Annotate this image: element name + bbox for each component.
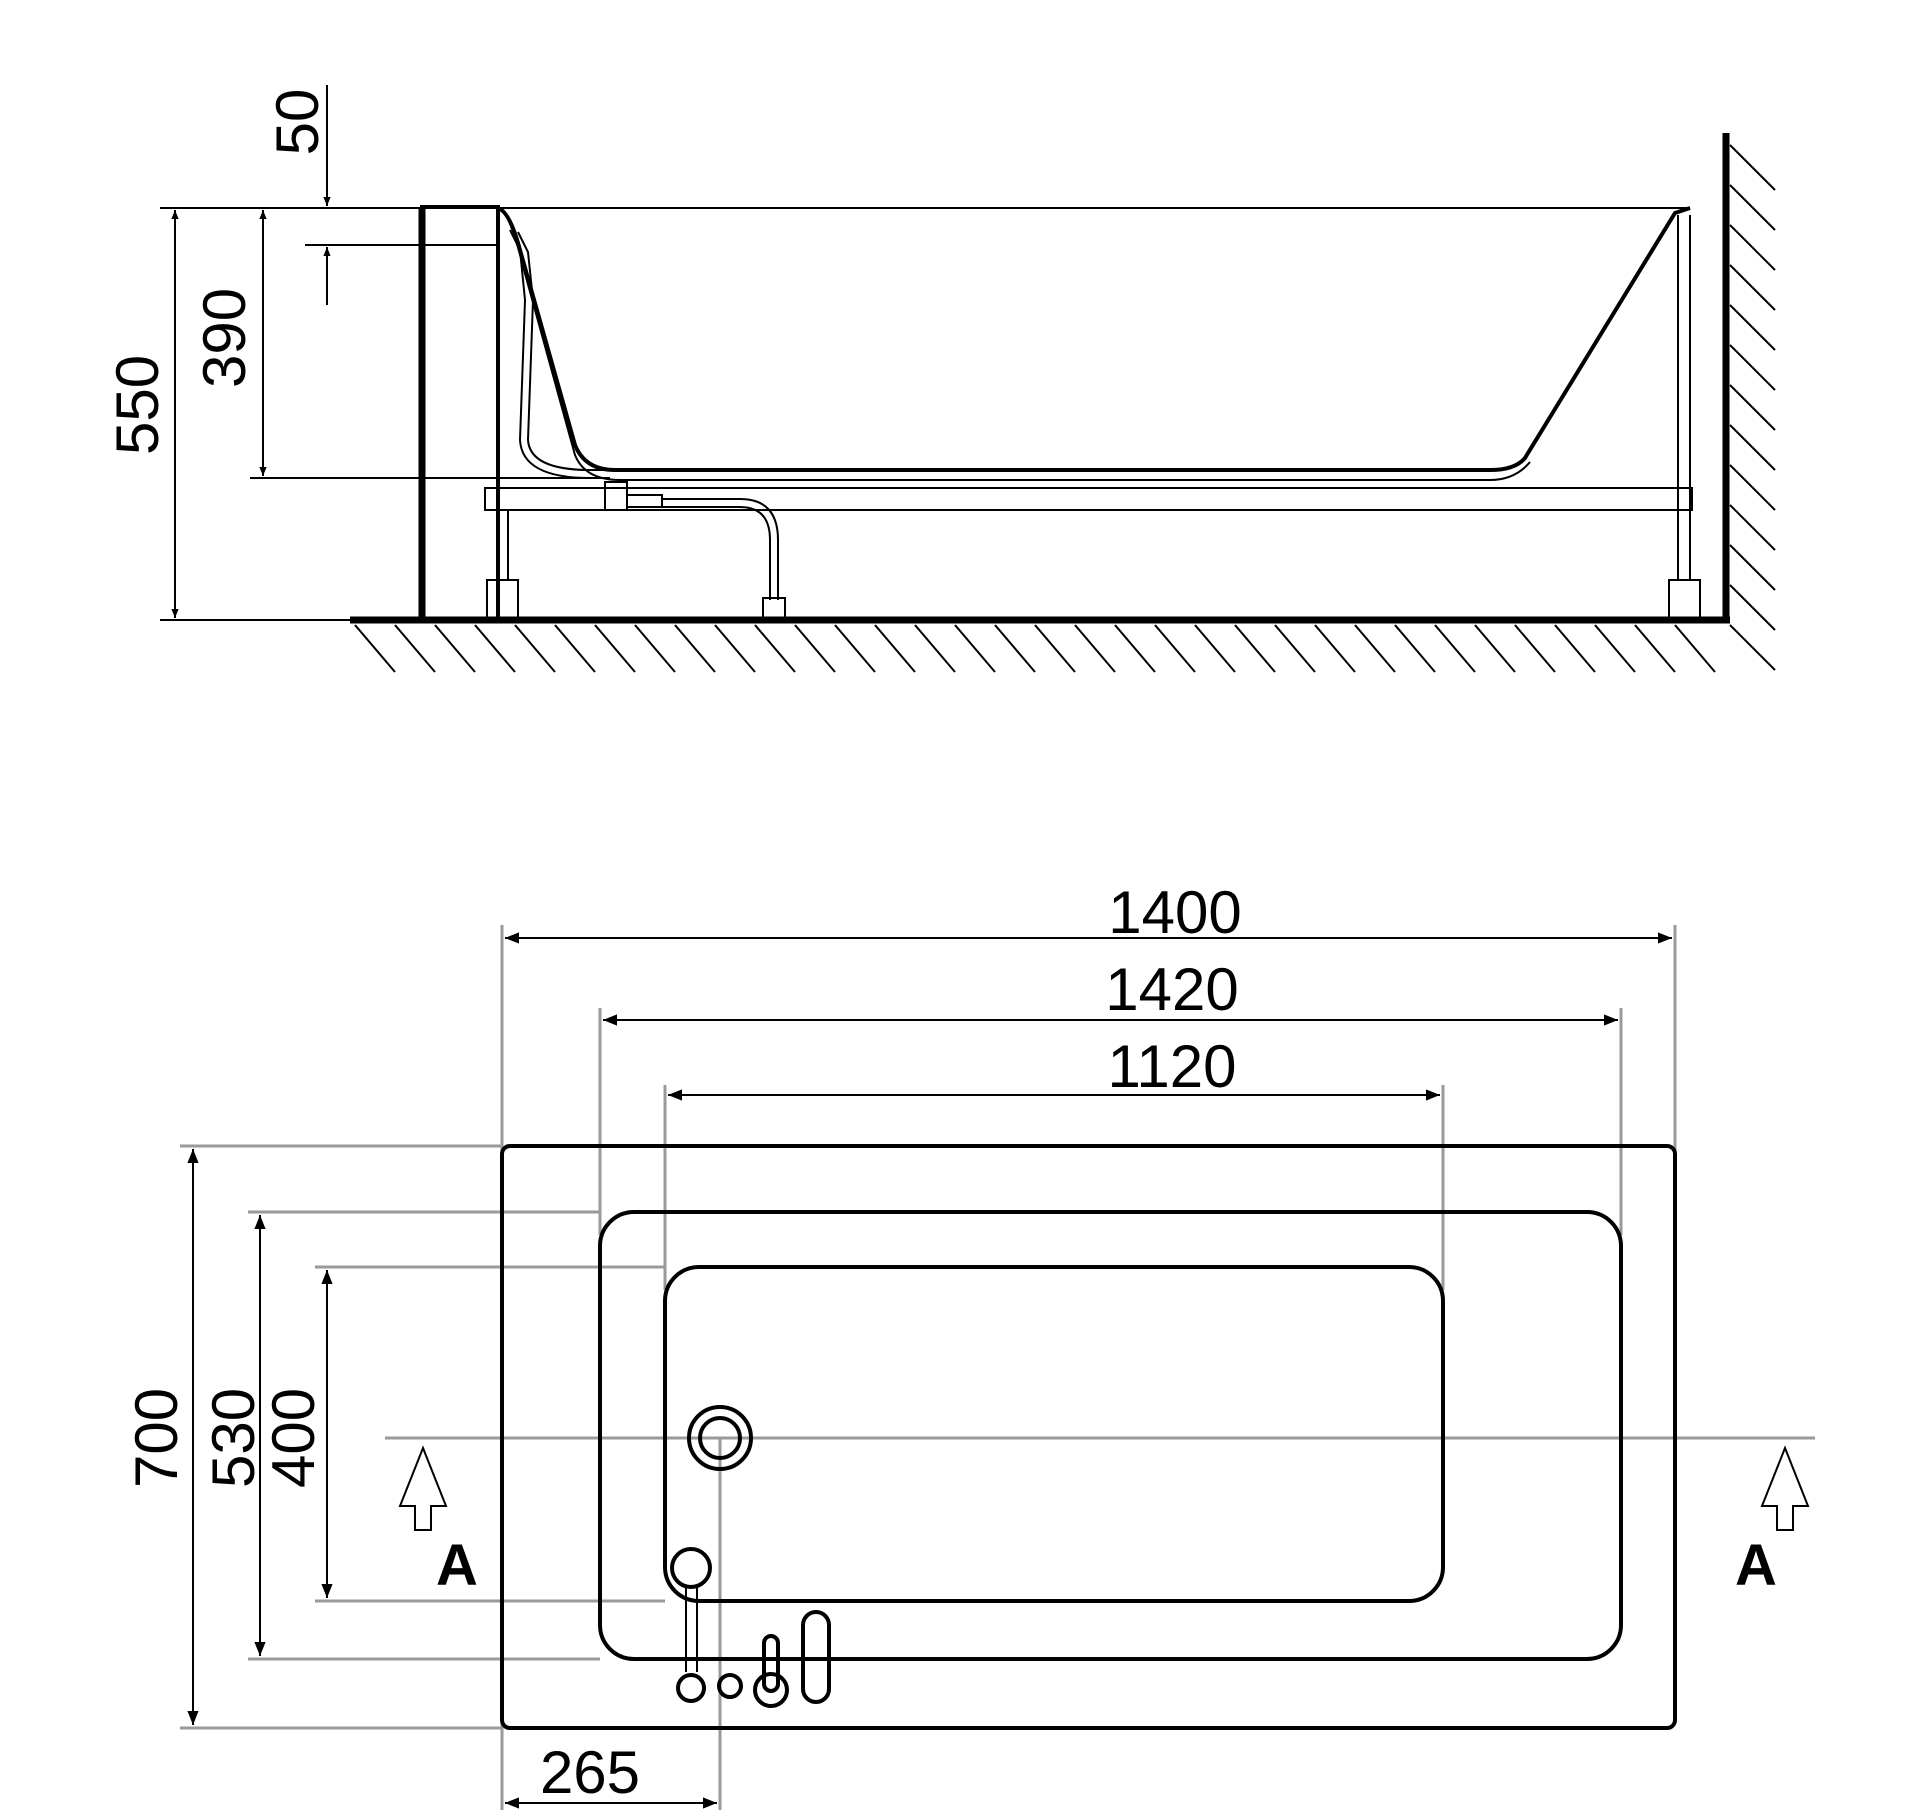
foot-left (486, 579, 519, 619)
waste-outlet (762, 597, 786, 621)
dim-label-bottom-length: 1120 (1107, 1033, 1236, 1100)
section-arrow-left (398, 1445, 448, 1531)
tub-bottom (663, 1265, 1445, 1603)
tap-base-left (753, 1672, 789, 1708)
spout-base (676, 1673, 706, 1703)
section-marker-left: A (436, 1533, 478, 1598)
drain-inner-ring (698, 1416, 742, 1460)
top-view: 1400 1420 1120 265 700 530 400 A A (123, 879, 1815, 1810)
drain-outer-ring (687, 1405, 753, 1471)
drain-connector (626, 494, 663, 508)
tub-inner-wall (505, 214, 1531, 481)
tap-hole-small (717, 1673, 743, 1699)
side-view: 550 390 50 (104, 85, 1776, 673)
front-panel (420, 205, 500, 620)
waste-pipe-b (662, 506, 771, 600)
floor-hatching (354, 624, 1716, 673)
foot-right (1668, 579, 1701, 619)
dim-label-total-height: 550 (104, 355, 171, 455)
dim-label-bottom-width: 400 (260, 1388, 327, 1488)
tap-handle-left (762, 1634, 780, 1693)
waste-pipe (662, 498, 779, 600)
tub-outer-rim (500, 1144, 1677, 1730)
wall-hatching (1729, 144, 1776, 671)
dim-label-drain-offset: 265 (540, 1739, 640, 1806)
dim-label-overall-width: 700 (123, 1388, 190, 1488)
overflow-pipe-b (517, 231, 610, 471)
support-frame (484, 487, 1693, 511)
dim-label-overall-length: 1400 (1108, 879, 1241, 946)
section-arrow-right (1760, 1445, 1810, 1531)
dim-label-inner-width: 530 (200, 1388, 267, 1488)
tub-inner-basin (598, 1210, 1623, 1661)
drain-fitting (604, 481, 628, 511)
overflow-knob (670, 1547, 712, 1589)
dim-label-rim-offset: 50 (264, 89, 331, 156)
section-marker-right: A (1735, 1533, 1777, 1598)
tap-handle-right (801, 1610, 831, 1704)
tub-body (497, 206, 1691, 472)
dim-label-inner-length: 1420 (1105, 956, 1238, 1023)
dim-label-depth: 390 (191, 288, 258, 388)
